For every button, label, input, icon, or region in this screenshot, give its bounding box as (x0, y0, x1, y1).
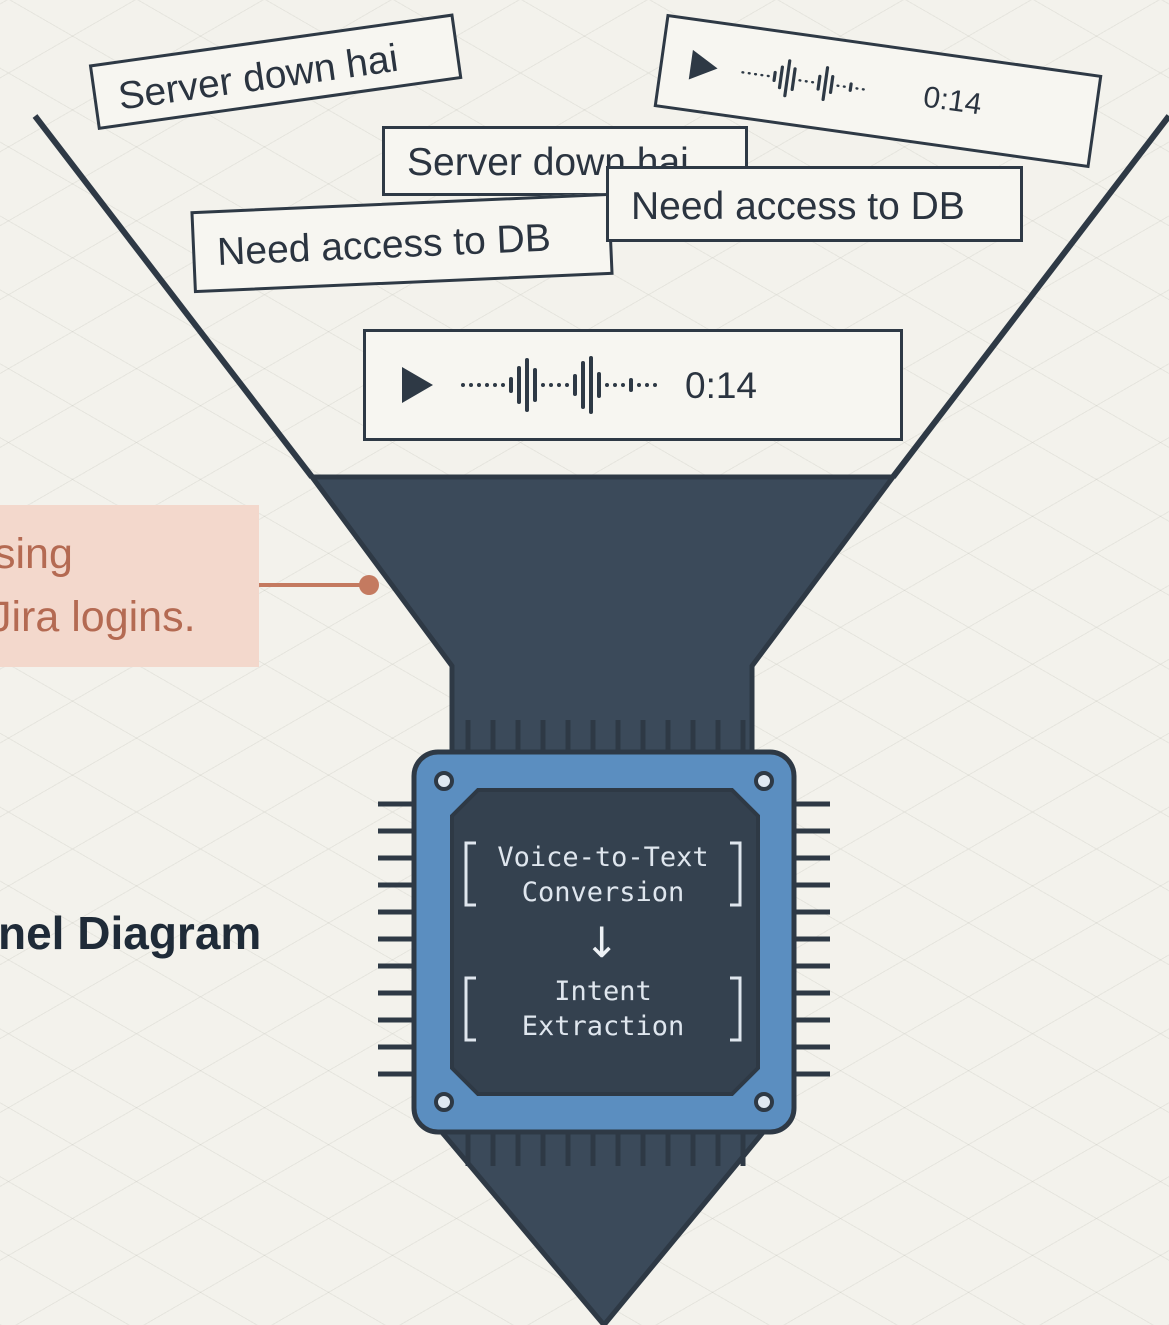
play-icon[interactable] (402, 367, 433, 403)
message-text: Need access to DB (631, 185, 965, 228)
voice-note-duration: 0:14 (921, 80, 984, 122)
down-arrow-icon: ↓ (584, 918, 620, 967)
callout-box: sing Jira logins. (0, 505, 259, 667)
voice-note-duration: 0:14 (685, 364, 758, 406)
funnel-body (307, 474, 898, 763)
message-card-need-db-2: Need access to DB (606, 166, 1023, 242)
chip-brackets (464, 841, 742, 1042)
chip-screws (434, 771, 774, 1112)
step2-line2: Extraction (521, 1011, 685, 1042)
step2-line1: Intent (554, 976, 652, 1007)
callout-line-1: sing (0, 530, 73, 578)
funnel-left-wall (32, 114, 315, 479)
step-voice-to-text: Voice-to-Text Conversion (470, 842, 736, 908)
step1-line2: Conversion (521, 877, 685, 908)
waveform (461, 355, 661, 415)
callout-connector-dot (359, 575, 379, 595)
callout-line-2: Jira logins. (0, 593, 196, 641)
funnel-right-wall (890, 114, 1169, 479)
message-text: Need access to DB (216, 216, 552, 275)
voice-note-card-2[interactable]: 0:14 (363, 329, 903, 441)
diagram-title: nel Diagram (0, 907, 262, 959)
step-intent-extraction: Intent Extraction (470, 976, 736, 1042)
waveform (738, 48, 871, 113)
chip-die (450, 788, 760, 1096)
play-icon[interactable] (688, 49, 720, 84)
step1-line1: Voice-to-Text (497, 842, 709, 873)
